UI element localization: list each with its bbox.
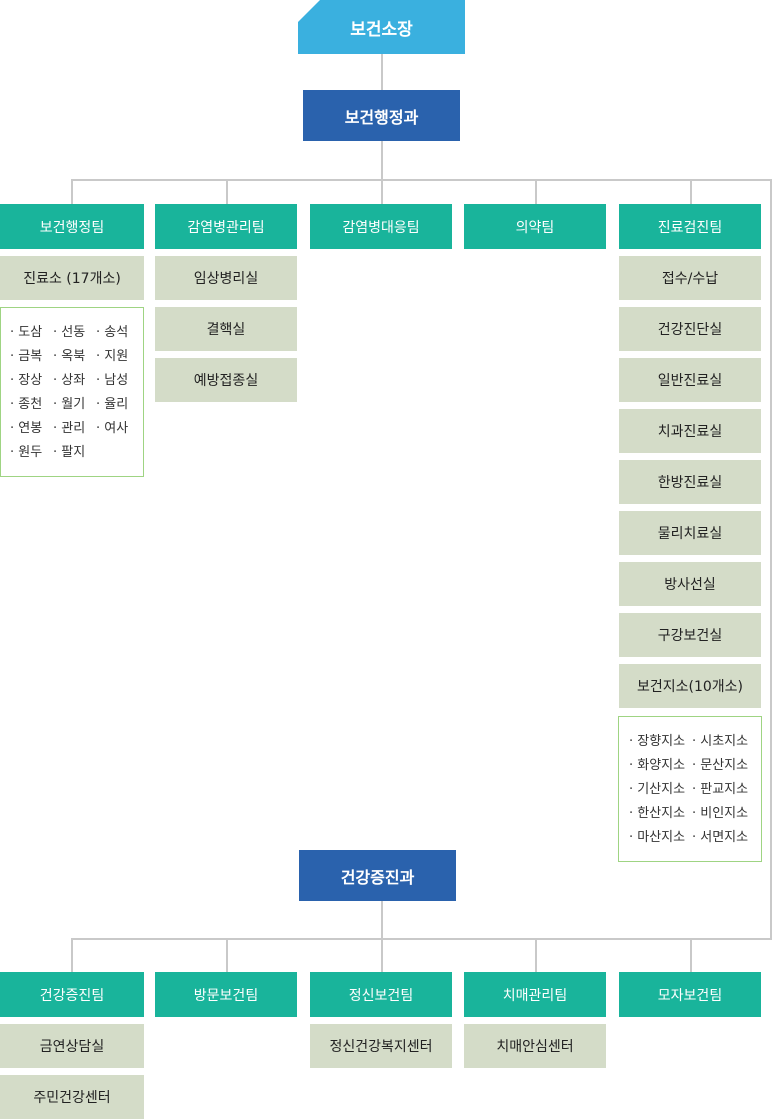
branch-item: 서면지소 xyxy=(692,826,755,850)
division-admin-box: 보건행정과 xyxy=(303,90,460,141)
team-box: 의약팀 xyxy=(464,204,606,249)
unit-box: 치매안심센터 xyxy=(464,1024,606,1068)
branch-item: 한산지소 xyxy=(629,802,692,826)
clinic-item: 지원 xyxy=(96,345,139,369)
connector-line xyxy=(535,179,537,204)
connector-line xyxy=(381,141,383,180)
clinic-item: 연봉 xyxy=(10,417,53,441)
director-box: 보건소장 xyxy=(298,0,465,54)
team-box: 감염병대응팀 xyxy=(310,204,452,249)
branch-item: 화양지소 xyxy=(629,754,692,778)
team-box: 치매관리팀 xyxy=(464,972,606,1017)
connector-line xyxy=(381,938,383,972)
connector-line xyxy=(71,179,73,204)
clinic-item: 팔지 xyxy=(53,441,96,465)
unit-box: 보건지소(10개소) xyxy=(619,664,761,708)
unit-box: 주민건강센터 xyxy=(0,1075,144,1119)
connector-line xyxy=(226,179,228,204)
branch-item: 비인지소 xyxy=(692,802,755,826)
team-box: 건강증진팀 xyxy=(0,972,144,1017)
clinic-item: 송석 xyxy=(96,321,139,345)
unit-box: 물리치료실 xyxy=(619,511,761,555)
team-box: 정신보건팀 xyxy=(310,972,452,1017)
division-health-box: 건강증진과 xyxy=(299,850,456,901)
clinic-item: 월기 xyxy=(53,393,96,417)
connector-line xyxy=(71,179,772,181)
connector-line xyxy=(690,179,692,204)
unit-box: 임상병리실 xyxy=(155,256,297,300)
clinic-item: 옥북 xyxy=(53,345,96,369)
connector-line xyxy=(71,938,73,972)
branch-item: 시초지소 xyxy=(692,730,755,754)
branch-item: 판교지소 xyxy=(692,778,755,802)
team-box: 진료검진팀 xyxy=(619,204,761,249)
branch-item: 기산지소 xyxy=(629,778,692,802)
branch-item: 마산지소 xyxy=(629,826,692,850)
team-box: 모자보건팀 xyxy=(619,972,761,1017)
branch-item: 장향지소 xyxy=(629,730,692,754)
connector-line xyxy=(381,901,383,939)
connector-line xyxy=(381,54,383,90)
unit-box: 일반진료실 xyxy=(619,358,761,402)
unit-box: 진료소 (17개소) xyxy=(0,256,144,300)
unit-box: 금연상담실 xyxy=(0,1024,144,1068)
clinic-item: 여사 xyxy=(96,417,139,441)
unit-box: 결핵실 xyxy=(155,307,297,351)
branch-item: 문산지소 xyxy=(692,754,755,778)
team-box: 감염병관리팀 xyxy=(155,204,297,249)
connector-line xyxy=(770,179,772,939)
unit-box: 접수/수납 xyxy=(619,256,761,300)
connector-line xyxy=(690,938,692,972)
team-box: 방문보건팀 xyxy=(155,972,297,1017)
unit-box: 한방진료실 xyxy=(619,460,761,504)
clinic-item: 장상 xyxy=(10,369,53,393)
clinic-item: 관리 xyxy=(53,417,96,441)
branch-list: 장향지소 시초지소 화양지소 문산지소 기산지소 판교지소 한산지소 비인지소 … xyxy=(618,716,762,862)
clinic-item: 도삼 xyxy=(10,321,53,345)
unit-box: 치과진료실 xyxy=(619,409,761,453)
clinic-item: 상좌 xyxy=(53,369,96,393)
clinic-item: 율리 xyxy=(96,393,139,417)
unit-box: 정신건강복지센터 xyxy=(310,1024,452,1068)
clinic-item: 원두 xyxy=(10,441,53,465)
clinic-list: 도삼 선동 송석 금복 옥북 지원 장상 상좌 남성 종천 월기 율리 연봉 관… xyxy=(0,307,144,477)
connector-line xyxy=(535,938,537,972)
unit-box: 예방접종실 xyxy=(155,358,297,402)
unit-box: 건강진단실 xyxy=(619,307,761,351)
clinic-item: 종천 xyxy=(10,393,53,417)
connector-line xyxy=(381,179,383,204)
clinic-item: 금복 xyxy=(10,345,53,369)
connector-line xyxy=(71,938,772,940)
clinic-item: 남성 xyxy=(96,369,139,393)
connector-line xyxy=(226,938,228,972)
unit-box: 방사선실 xyxy=(619,562,761,606)
clinic-item: 선동 xyxy=(53,321,96,345)
unit-box: 구강보건실 xyxy=(619,613,761,657)
team-box: 보건행정팀 xyxy=(0,204,144,249)
